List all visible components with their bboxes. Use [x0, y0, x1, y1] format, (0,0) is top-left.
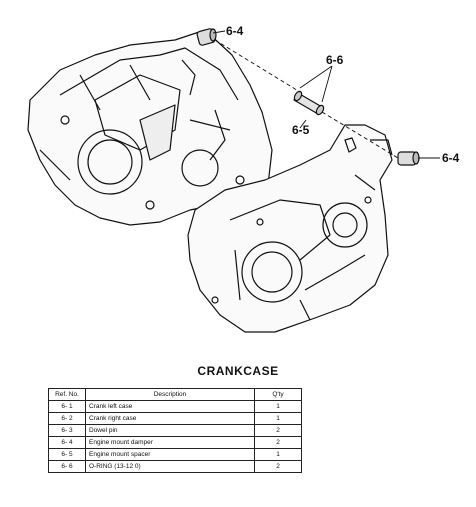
crank-left-case: [27, 29, 273, 226]
ref-cell: 6- 4: [48, 436, 86, 449]
table-row: 6- 1 Crank left case 1: [48, 400, 302, 413]
callout-6-6: 6-6: [326, 53, 344, 67]
column-header-ref: Ref. No.: [48, 388, 86, 401]
column-header-qty: Q'ty: [254, 388, 302, 401]
parts-table: Ref. No. Description Q'ty 6- 1 Crank lef…: [48, 388, 302, 473]
page-title: CRANKCASE: [197, 364, 279, 378]
description-cell: Crank left case: [85, 400, 255, 413]
qty-cell: 1: [254, 400, 302, 413]
engine-mount-damper-top: [196, 28, 217, 46]
ref-cell: 6- 1: [48, 400, 86, 413]
callout-6-5: 6-5: [292, 123, 310, 137]
description-cell: Crank right case: [85, 412, 255, 425]
crankcase-exploded-diagram: 6-4 6-6 6-5 6-4: [27, 24, 460, 333]
column-header-description: Description: [85, 388, 255, 401]
table-row: 6- 2 Crank right case 1: [48, 412, 302, 425]
ref-cell: 6- 5: [48, 448, 86, 461]
table-header-row: Ref. No. Description Q'ty: [48, 388, 302, 401]
callout-6-4-top: 6-4: [226, 24, 244, 38]
ref-cell: 6- 2: [48, 412, 86, 425]
engine-mount-spacer: [293, 90, 325, 116]
engine-mount-damper-right: [397, 151, 420, 166]
ref-cell: 6- 6: [48, 460, 86, 473]
ref-cell: 6- 3: [48, 424, 86, 437]
table-row: 6- 5 Engine mount spacer 1: [48, 448, 302, 461]
qty-cell: 2: [254, 436, 302, 449]
description-cell: Engine mount spacer: [85, 448, 255, 461]
description-cell: Engine mount damper: [85, 436, 255, 449]
table-row: 6- 4 Engine mount damper 2: [48, 436, 302, 449]
qty-cell: 2: [254, 424, 302, 437]
callout-6-4-right: 6-4: [442, 151, 460, 165]
description-cell: O-RING (13-12 0): [85, 460, 255, 473]
description-cell: Dowel pin: [85, 424, 255, 437]
qty-cell: 2: [254, 460, 302, 473]
table-row: 6- 6 O-RING (13-12 0) 2: [48, 460, 302, 473]
qty-cell: 1: [254, 448, 302, 461]
table-row: 6- 3 Dowel pin 2: [48, 424, 302, 437]
crank-right-case: [187, 124, 393, 333]
qty-cell: 1: [254, 412, 302, 425]
